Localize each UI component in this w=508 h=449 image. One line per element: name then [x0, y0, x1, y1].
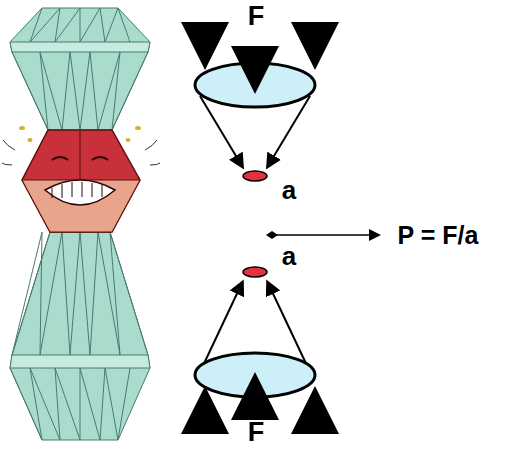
- squeezed-sample: [2, 126, 160, 232]
- top-diamond: [10, 8, 150, 130]
- top-anvil-schematic: [195, 38, 315, 181]
- bottom-diamond: [10, 232, 150, 440]
- pressure-arrow: [266, 231, 378, 239]
- bottom-anvil-schematic: [195, 267, 315, 418]
- area-label: a: [282, 243, 296, 269]
- area-label: a: [282, 177, 296, 203]
- force-label: F: [248, 3, 265, 30]
- force-label: F: [248, 419, 265, 446]
- pressure-formula: P = F/a: [398, 223, 479, 248]
